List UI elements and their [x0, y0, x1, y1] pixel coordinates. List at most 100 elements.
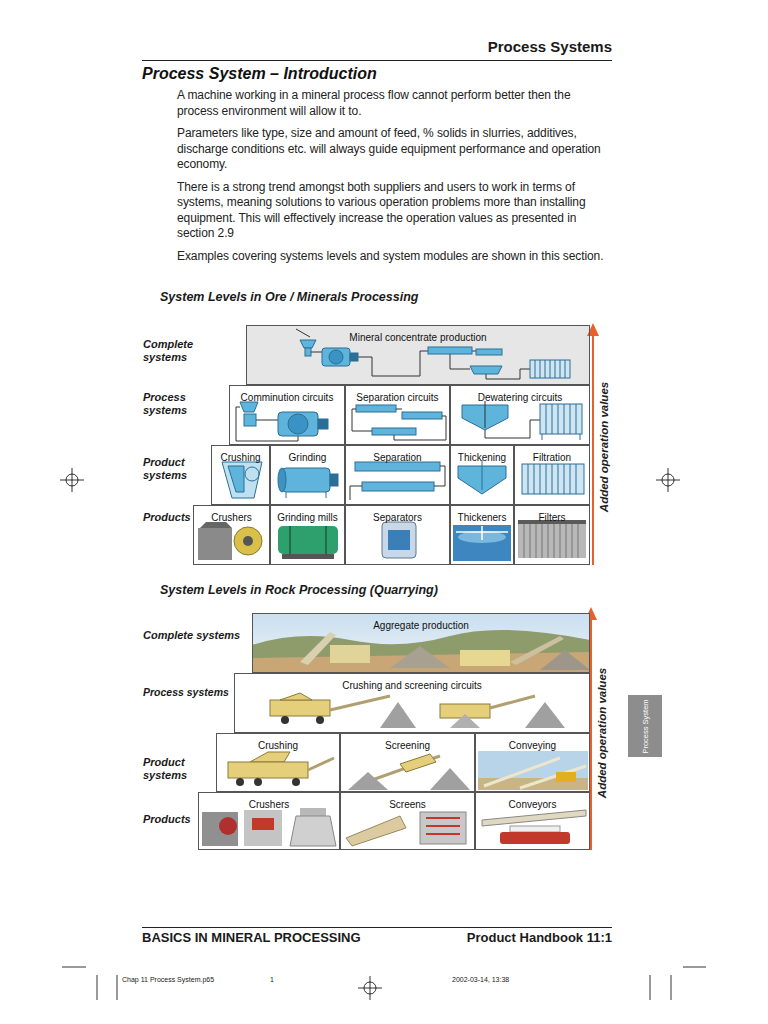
level-label: Process systems [143, 686, 233, 698]
box-label: Filters [536, 512, 567, 523]
product-photos [243, 536, 253, 546]
circuit-sketch [330, 696, 390, 710]
product-system-sketches [222, 462, 262, 498]
quarry-product-systems [520, 766, 586, 788]
box-label: Dewatering circuits [476, 392, 564, 403]
product-system-sketches [228, 466, 244, 492]
product-photos [453, 525, 511, 561]
circuit-sketch [525, 702, 565, 728]
value-arrow [590, 618, 592, 850]
quarry-product-systems [292, 778, 300, 786]
box-label: Aggregate production [371, 620, 471, 631]
print-slug: 1 [270, 976, 290, 984]
process-system-box: Comminution circuits [229, 385, 345, 445]
comminution-sketch [288, 414, 308, 434]
comminution-sketch [240, 402, 258, 412]
ore-flowsheet [470, 366, 502, 374]
section-heading: System Levels in Ore / Minerals Processi… [160, 290, 580, 304]
body-paragraph: Parameters like type, size and amount of… [177, 126, 615, 173]
separation-sketch [402, 412, 442, 419]
level-label: Products [143, 813, 195, 826]
box-label: Thickening [456, 452, 508, 463]
ore-flowsheet [246, 325, 590, 385]
product-system-sketches [278, 468, 286, 492]
ore-flowsheet [535, 360, 565, 378]
ore-flowsheet [350, 353, 358, 361]
printer-marks [358, 976, 382, 1000]
comminution-sketch [318, 419, 328, 429]
level-label: Complete systems [143, 629, 249, 642]
quarry-photo [390, 646, 450, 668]
quarry-products [500, 832, 570, 844]
product-system-box: Thickening [450, 445, 514, 505]
quarry-photo [252, 613, 590, 673]
box-label: Screens [387, 799, 428, 810]
axis-label: Added operation values [598, 382, 610, 512]
product-photos [388, 530, 410, 550]
circuit-sketch [270, 693, 565, 728]
section-heading: System Levels in Rock Processing (Quarry… [160, 583, 580, 597]
quarry-products [426, 818, 460, 834]
quarry-products [244, 810, 282, 846]
ore-flowsheet [476, 349, 502, 355]
circuit-sketch [270, 700, 330, 716]
product-system-sketches [222, 460, 584, 500]
box-label: Mineral concentrate production [347, 332, 488, 343]
process-system-box: Crushing and screening circuits [234, 673, 590, 733]
product-photos [198, 520, 586, 561]
quarry-products [202, 808, 586, 846]
product-photos [518, 524, 586, 558]
quarry-products [482, 810, 586, 826]
quarry-product-systems [484, 758, 560, 786]
box-label: Grinding mills [275, 512, 340, 523]
product-box: Screens [340, 792, 475, 850]
box-label: Thickeners [456, 512, 509, 523]
product-photos [382, 522, 416, 558]
product-system-box: Filtration [514, 445, 590, 505]
product-system-box: Crushing [216, 733, 340, 792]
dewatering-sketch [485, 401, 540, 438]
product-box: Filters [514, 505, 590, 565]
product-photos [524, 524, 578, 558]
quarry-photo [330, 645, 370, 663]
product-system-sketches [362, 482, 434, 491]
separation-sketch [352, 409, 446, 440]
body-paragraph: There is a strong trend amongst both sup… [177, 180, 615, 242]
product-system-sketches [482, 460, 483, 490]
page-title: Process System – Introduction [142, 65, 377, 83]
product-system-sketches [350, 466, 445, 500]
product-system-sketches [330, 474, 338, 486]
ore-flowsheet [428, 347, 472, 354]
product-system-box: Crushing [211, 445, 270, 505]
level-label: Product systems [143, 756, 205, 781]
quarry-product-systems [228, 751, 588, 790]
quarry-product-systems [308, 758, 334, 770]
box-label: Separation [371, 452, 423, 463]
circuit-sketch [490, 696, 535, 708]
ore-flowsheet [300, 340, 316, 348]
quarry-product-systems [556, 772, 576, 782]
quarry-products [346, 816, 406, 846]
product-system-sketches [282, 468, 330, 492]
process-system-box: Dewatering circuits [450, 385, 590, 445]
quarry-product-systems [254, 778, 262, 786]
quarry-product-systems [400, 754, 436, 772]
box-label: Crushing [218, 452, 262, 463]
product-box: Conveyors [475, 792, 590, 850]
ore-flowsheet [246, 325, 590, 385]
level-label: Product systems [143, 456, 205, 481]
quarry-product-systems [228, 762, 308, 778]
product-photos [278, 526, 338, 554]
product-photos [282, 554, 334, 559]
ore-flowsheet [530, 360, 570, 378]
complete-system-band: Aggregate production [252, 613, 590, 673]
box-label: Crushers [209, 512, 254, 523]
complete-system-band: Mineral concentrate production [246, 325, 590, 385]
product-system-sketches [522, 464, 584, 494]
comminution-sketch [278, 412, 318, 436]
level-label: Products [143, 511, 193, 524]
ore-flowsheet [329, 350, 343, 364]
quarry-products [420, 812, 466, 844]
printer-marks [60, 468, 84, 492]
